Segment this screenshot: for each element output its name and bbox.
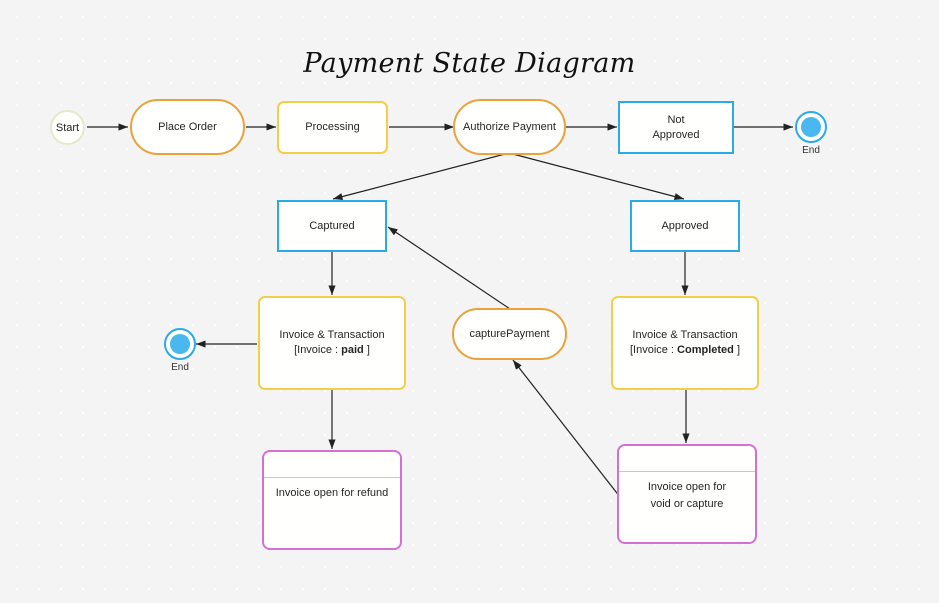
node-invoice-void-capture[interactable]: Invoice open for void or capture: [617, 444, 757, 544]
node-invoice-completed-line2-prefix: [Invoice :: [629, 344, 678, 356]
node-not-approved-label: Not Approved: [644, 113, 707, 143]
node-end-right[interactable]: [795, 111, 827, 143]
node-captured-label: Captured: [309, 219, 355, 232]
node-place-order-label: Place Order: [158, 120, 217, 133]
node-invoice-refund[interactable]: Invoice open for refund: [262, 450, 402, 550]
invoice-void-capture-divider: [619, 471, 755, 472]
node-start[interactable]: Start: [50, 110, 85, 145]
node-not-approved-line2: Approved: [652, 128, 700, 141]
node-invoice-paid-line1: Invoice & Transaction: [279, 329, 385, 342]
node-invoice-void-capture-line2: void or capture: [650, 497, 724, 510]
node-end-left[interactable]: [164, 328, 196, 360]
node-end-right-label: End: [802, 145, 820, 156]
node-approved[interactable]: Approved: [630, 200, 740, 252]
node-invoice-refund-label: Invoice open for refund: [275, 487, 389, 499]
node-invoice-completed[interactable]: Invoice & Transaction [Invoice : Complet…: [611, 296, 759, 390]
page-title: Payment State Diagram: [303, 48, 636, 79]
node-not-approved-line1: Not: [667, 113, 685, 126]
node-invoice-void-capture-label: Invoice open for void or capture: [619, 471, 755, 542]
node-invoice-paid-line2-prefix: [Invoice :: [294, 344, 342, 356]
node-captured[interactable]: Captured: [277, 200, 387, 252]
node-invoice-void-capture-line1: Invoice open for: [647, 481, 727, 493]
node-invoice-completed-label: Invoice & Transaction [Invoice : Complet…: [622, 328, 748, 358]
node-authorize-payment[interactable]: Authorize Payment: [453, 99, 566, 155]
node-approved-label: Approved: [661, 219, 709, 232]
node-invoice-paid-label: Invoice & Transaction [Invoice : paid ]: [271, 328, 392, 358]
node-end-left-label: End: [171, 362, 189, 373]
node-start-label: Start: [55, 121, 80, 134]
end-left-core: [170, 334, 190, 354]
end-right-core: [801, 117, 821, 137]
node-invoice-paid-status: paid: [341, 344, 364, 356]
node-invoice-paid-line2-suffix: ]: [363, 344, 370, 356]
node-capture-payment[interactable]: capturePayment: [452, 308, 567, 360]
node-invoice-completed-line2-suffix: ]: [733, 344, 741, 356]
node-authorize-payment-label: Authorize Payment: [463, 120, 556, 133]
node-invoice-completed-line1: Invoice & Transaction: [632, 329, 738, 342]
node-place-order[interactable]: Place Order: [130, 99, 245, 155]
invoice-refund-divider: [264, 477, 400, 478]
node-capture-payment-label: capturePayment: [469, 327, 550, 340]
node-invoice-completed-status: Completed: [677, 344, 734, 356]
node-not-approved[interactable]: Not Approved: [618, 101, 734, 154]
node-invoice-paid[interactable]: Invoice & Transaction [Invoice : paid ]: [258, 296, 406, 390]
node-processing-label: Processing: [305, 121, 360, 134]
node-processing[interactable]: Processing: [277, 101, 388, 154]
